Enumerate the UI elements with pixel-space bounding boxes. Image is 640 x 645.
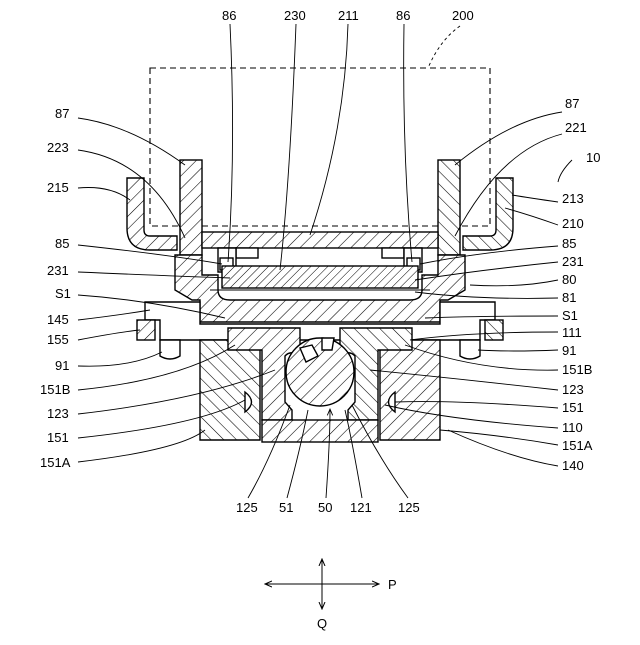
label-10: 10 <box>586 150 600 165</box>
leader-86a <box>228 24 233 262</box>
label-111: 111 <box>562 325 582 340</box>
label-80: 80 <box>562 272 576 287</box>
label-85-left: 85 <box>55 236 69 251</box>
leader-151AR <box>440 430 558 445</box>
label-51: 51 <box>279 500 293 515</box>
label-151-right: 151 <box>562 400 584 415</box>
leader-145 <box>78 310 150 320</box>
label-213: 213 <box>562 191 584 206</box>
label-151A-right: 151A <box>562 438 593 453</box>
axis-label-q: Q <box>317 616 327 631</box>
ball-50 <box>286 338 354 406</box>
left-tab <box>236 248 258 258</box>
leader-91L <box>78 352 162 366</box>
label-91-left: 91 <box>55 358 69 373</box>
right-post-87 <box>438 160 460 255</box>
leader-87R <box>455 112 562 165</box>
label-81: 81 <box>562 290 576 305</box>
right-clip-91 <box>460 340 480 359</box>
left-flange-215 <box>127 178 177 250</box>
right-foot-155 <box>485 320 503 340</box>
leader-91R <box>478 350 558 351</box>
label-85-right: 85 <box>562 236 576 251</box>
cup-121 <box>262 420 378 442</box>
right-base-151 <box>380 340 440 440</box>
right-tab <box>382 248 404 258</box>
leader-80 <box>470 280 558 286</box>
label-125-right: 125 <box>398 500 420 515</box>
label-215: 215 <box>47 180 69 195</box>
label-87-right: 87 <box>565 96 579 111</box>
leader-215 <box>78 188 130 201</box>
label-230: 230 <box>284 8 306 23</box>
label-211: 211 <box>338 8 359 23</box>
label-155: 155 <box>47 332 69 347</box>
label-125-left: 125 <box>236 500 258 515</box>
ball-notch-50b <box>322 338 334 350</box>
left-post-87 <box>180 160 202 255</box>
label-110: 110 <box>562 420 583 435</box>
label-231-right: 231 <box>562 254 584 269</box>
label-86-right: 86 <box>396 8 410 23</box>
top-plate-211 <box>202 232 438 248</box>
label-151B-right: 151B <box>562 362 592 377</box>
leader-140 <box>448 430 558 466</box>
label-91-right: 91 <box>562 343 576 358</box>
leader-200 <box>428 26 460 68</box>
leader-151AL <box>78 430 205 462</box>
left-base-151 <box>200 340 260 440</box>
label-231-left: 231 <box>47 263 69 278</box>
label-87-left: 87 <box>55 106 69 121</box>
board-230 <box>222 266 418 288</box>
label-S1-right: S1 <box>562 308 578 323</box>
label-223: 223 <box>47 140 69 155</box>
leader-87L <box>78 118 185 165</box>
label-200: 200 <box>452 8 474 23</box>
leader-155 <box>78 330 140 340</box>
label-123-right: 123 <box>562 382 584 397</box>
label-210: 210 <box>562 216 584 231</box>
label-145: 145 <box>47 312 69 327</box>
leader-10 <box>558 160 572 182</box>
leader-213 <box>512 195 558 202</box>
axis-label-p: P <box>388 577 397 592</box>
label-151-left: 151 <box>47 430 69 445</box>
left-clip-91 <box>160 340 180 359</box>
label-221: 221 <box>565 120 587 135</box>
label-121: 121 <box>350 500 372 515</box>
leader-211 <box>310 24 348 235</box>
label-151A-left: 151A <box>40 455 71 470</box>
label-140: 140 <box>562 458 584 473</box>
label-151B-left: 151B <box>40 382 70 397</box>
right-flange-213 <box>463 178 513 250</box>
label-86-left: 86 <box>222 8 236 23</box>
label-123-left: 123 <box>47 406 69 421</box>
label-S1-left: S1 <box>55 286 71 301</box>
label-50: 50 <box>318 500 332 515</box>
